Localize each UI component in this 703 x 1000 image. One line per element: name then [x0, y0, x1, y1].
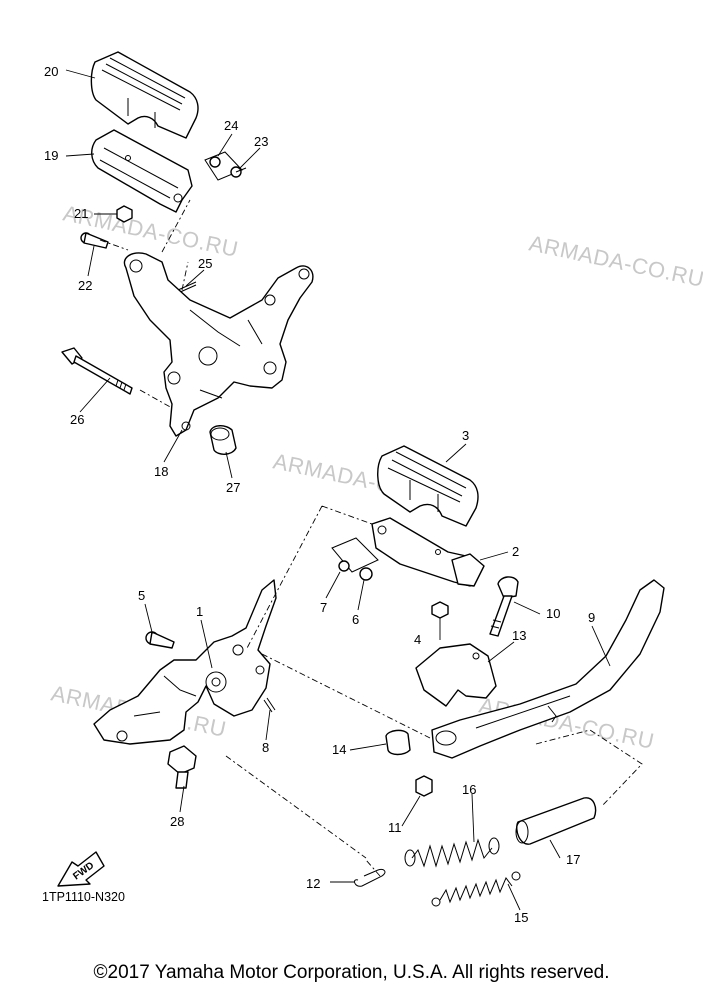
part-19-footrest — [91, 129, 193, 213]
callout-24: 24 — [224, 118, 238, 133]
part-9-sidestand — [431, 579, 665, 759]
part-22-pin — [80, 232, 109, 249]
callout-3: 3 — [462, 428, 469, 443]
part-1-pedal-bracket — [93, 579, 277, 745]
part-21-nut — [116, 205, 133, 223]
callout-25: 25 — [198, 256, 212, 271]
callout-13: 13 — [512, 628, 526, 643]
part-28-bolt — [167, 745, 197, 789]
part-13-cover — [415, 643, 497, 707]
callout-4: 4 — [414, 632, 421, 647]
copyright-footer: ©2017 Yamaha Motor Corporation, U.S.A. A… — [93, 962, 610, 983]
part-5-pin — [145, 631, 175, 649]
drawing-code: 1TP1110-N320 — [42, 890, 125, 904]
part-12-clip — [354, 869, 386, 887]
callout-11: 11 — [388, 820, 402, 835]
callout-10: 10 — [546, 606, 560, 621]
part-26-bolt — [61, 347, 133, 395]
callout-5: 5 — [138, 588, 145, 603]
callout-22: 22 — [78, 278, 92, 293]
part-7-6-bushing — [331, 537, 379, 581]
callout-12: 12 — [306, 876, 320, 891]
part-27-collar — [209, 425, 237, 455]
callout-labels: 20 19 21 22 24 23 25 26 18 27 3 2 7 6 4 … — [44, 64, 595, 925]
callout-19: 19 — [44, 148, 58, 163]
part-17-sleeve — [515, 797, 597, 845]
part-18-bracket — [123, 252, 314, 437]
callout-27: 27 — [226, 480, 240, 495]
leader-lines — [65, 69, 611, 911]
callout-21: 21 — [74, 206, 88, 221]
callout-1: 1 — [196, 604, 203, 619]
part-14-collar — [385, 729, 411, 756]
part-15-spring — [431, 871, 521, 907]
fwd-arrow-icon: FWD — [57, 851, 105, 887]
part-20-footrest-rubber — [90, 51, 199, 139]
callout-23: 23 — [254, 134, 268, 149]
part-4-nut — [431, 601, 449, 619]
watermark-2: ARMADA-CO.RU — [527, 230, 703, 292]
assembly-line-top — [99, 199, 191, 409]
callout-2: 2 — [512, 544, 519, 559]
callout-14: 14 — [332, 742, 346, 757]
callout-17: 17 — [566, 852, 580, 867]
part-24-23-bushing — [204, 151, 247, 181]
callout-6: 6 — [352, 612, 359, 627]
part-8-cotter-pin — [263, 697, 276, 713]
part-3-footrest-rubber — [377, 445, 479, 527]
callout-9: 9 — [588, 610, 595, 625]
part-16-spring — [404, 837, 500, 868]
callout-26: 26 — [70, 412, 84, 427]
callout-8: 8 — [262, 740, 269, 755]
callout-28: 28 — [170, 814, 184, 829]
part-10-bolt — [489, 576, 519, 637]
callout-15: 15 — [514, 910, 528, 925]
part-11-nut — [415, 775, 433, 797]
callout-16: 16 — [462, 782, 476, 797]
assembly-line-middle — [225, 505, 643, 877]
part-2-footrest — [371, 517, 485, 587]
callout-20: 20 — [44, 64, 58, 79]
callout-18: 18 — [154, 464, 168, 479]
callout-7: 7 — [320, 600, 327, 615]
